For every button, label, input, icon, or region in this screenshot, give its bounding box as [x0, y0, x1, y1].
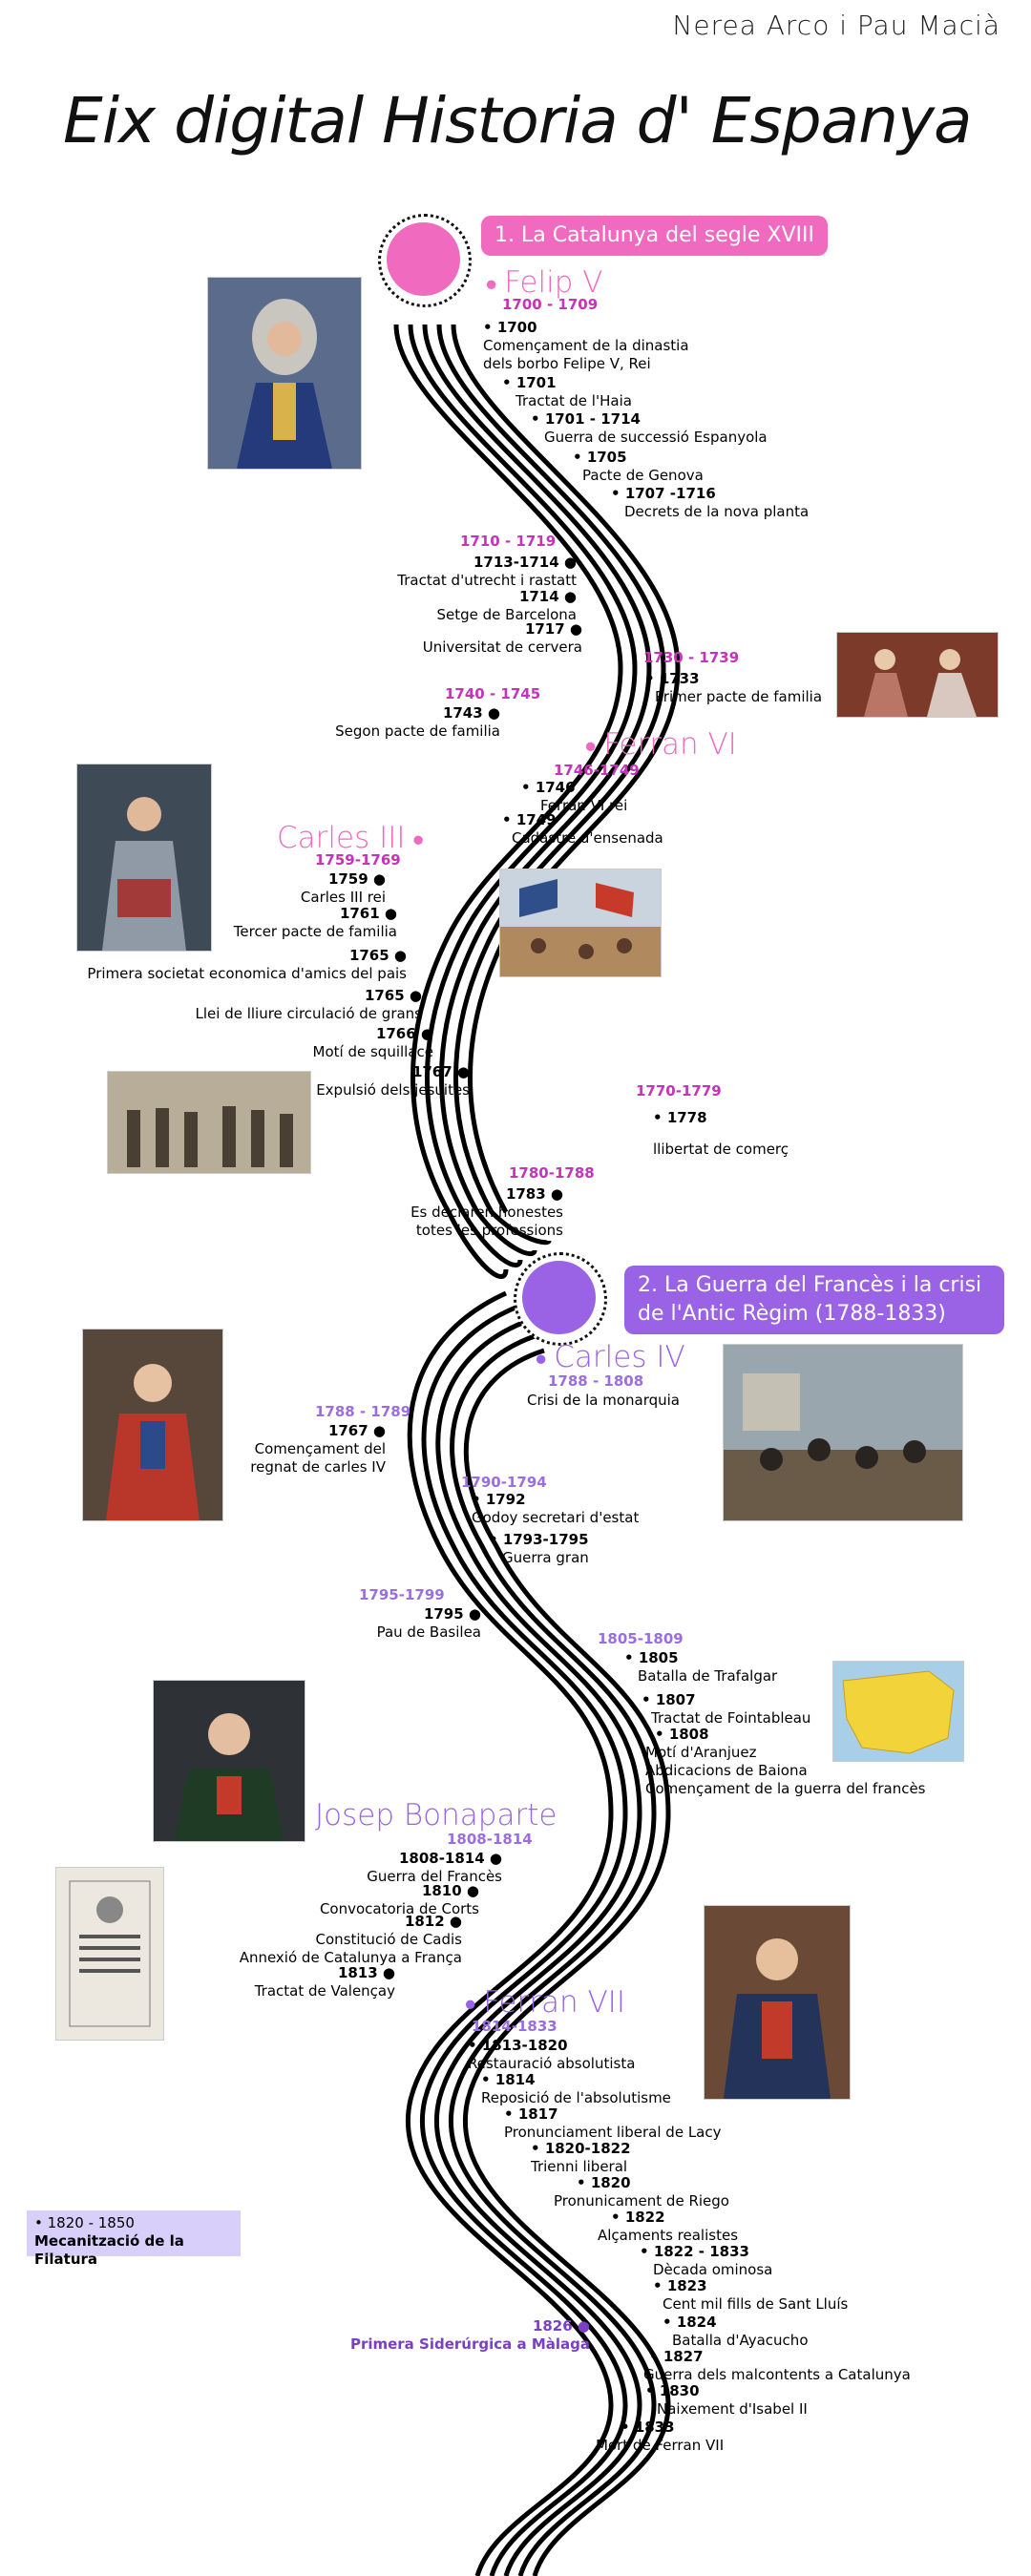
event-1826: 1826Primera Siderúrgica a Màlaga: [350, 2317, 590, 2354]
period-label: 1710 - 1719: [460, 533, 557, 550]
event-1767b: 1767Començament del regnat de carles IV: [250, 1422, 386, 1476]
king-ferran-vii: ● Ferran VII: [464, 1985, 625, 2020]
painting-jesuits: [107, 1071, 311, 1174]
road-line: [393, 324, 623, 1279]
authors: Nerea Arco i Pau Macià: [672, 10, 1000, 41]
section2-label: 2. La Guerra del Francès i la crisi de l…: [624, 1266, 1004, 1334]
period-label: 1746-1749: [554, 762, 640, 779]
king-josep-bonaparte: Josep Bonaparte: [315, 1798, 558, 1833]
event-1767: 1767Expulsió dels jesuites: [316, 1063, 470, 1100]
king-carles-iii: Carles III ●: [277, 821, 425, 855]
painting-war-scene: [723, 1344, 963, 1521]
period-label: 1805-1809: [598, 1630, 684, 1647]
road-line: [422, 324, 652, 1257]
period-label: 1788 - 1789: [315, 1403, 411, 1420]
period-label: 1790-1794: [461, 1474, 547, 1491]
king-felip-v: ● Felip V: [485, 265, 603, 300]
event-1783: 1783Es declaren honestes totes les profe…: [410, 1185, 563, 1240]
period-label: 1770-1779: [636, 1082, 722, 1100]
portrait-felip-v: [207, 277, 362, 470]
event-1765a: 1765Primera societat economica d'amics d…: [87, 947, 407, 983]
painting-battle-scene: [499, 869, 662, 977]
event-1788: Crisi de la monarquia: [527, 1392, 680, 1409]
road-line: [449, 1333, 657, 2576]
event-1759: 1759Carles III rei: [301, 870, 386, 907]
event-1765b: 1765Llei de lliure circulació de grans: [196, 987, 423, 1023]
section1-node: [387, 222, 460, 296]
road-line: [451, 324, 681, 1214]
event-1766: 1766Motí de squillace: [313, 1025, 433, 1061]
road-line: [406, 1290, 614, 2576]
period-label: 1795-1799: [359, 1586, 445, 1603]
period-label: 1740 - 1745: [445, 685, 541, 702]
side-note-box: 1820 - 1850 Mecanització de la Filatura: [27, 2210, 241, 2268]
painting-royal-couple: [836, 632, 999, 718]
event-1714: 1714Setge de Barcelona: [436, 588, 577, 624]
period-label: 1780-1788: [509, 1164, 595, 1182]
king-ferran-vi: ● Ferran VI: [584, 727, 737, 762]
portrait-ferran-vii: [704, 1905, 851, 2100]
event-1717: 1717Universitat de cervera: [423, 620, 582, 657]
period-label: 1788 - 1808: [548, 1372, 644, 1390]
event-1713: 1713-1714Tractat d'utrecht i rastatt: [397, 554, 577, 590]
event-1812: 1812Constitució de Cadis Annexió de Cata…: [240, 1913, 462, 1967]
period-label: 1814-1833: [472, 2018, 558, 2035]
document-constitution: [55, 1867, 164, 2041]
period-label: 1759-1769: [315, 851, 401, 869]
period-label: 1808-1814: [447, 1831, 533, 1848]
event-1761: 1761Tercer pacte de familia: [234, 905, 397, 941]
portrait-carles-iii: [76, 764, 212, 952]
event-1795: 1795Pau de Basilea: [377, 1605, 481, 1642]
road-line: [408, 324, 638, 1267]
event-1808-1814: 1808-1814Guerra del Francès: [367, 1850, 502, 1886]
portrait-carles-iv: [82, 1329, 223, 1521]
period-label: 1730 - 1739: [643, 649, 740, 666]
king-carles-iv: ● Carles IV: [535, 1340, 685, 1374]
period-label: 1700 - 1709: [502, 296, 599, 313]
map-spain: [832, 1661, 964, 1762]
road-line: [420, 1305, 628, 2576]
portrait-josep-bonaparte: [153, 1680, 305, 1842]
event-1743: 1743Segon pacte de familia: [335, 704, 500, 741]
section1-label: 1. La Catalunya del segle XVIII: [481, 216, 828, 256]
section2-node: [522, 1261, 596, 1334]
road-line: [434, 1319, 642, 2576]
page-title: Eix digital Historia d' Espanya: [63, 84, 972, 157]
event-1813: 1813Tractat de Valençay: [255, 1964, 395, 2000]
